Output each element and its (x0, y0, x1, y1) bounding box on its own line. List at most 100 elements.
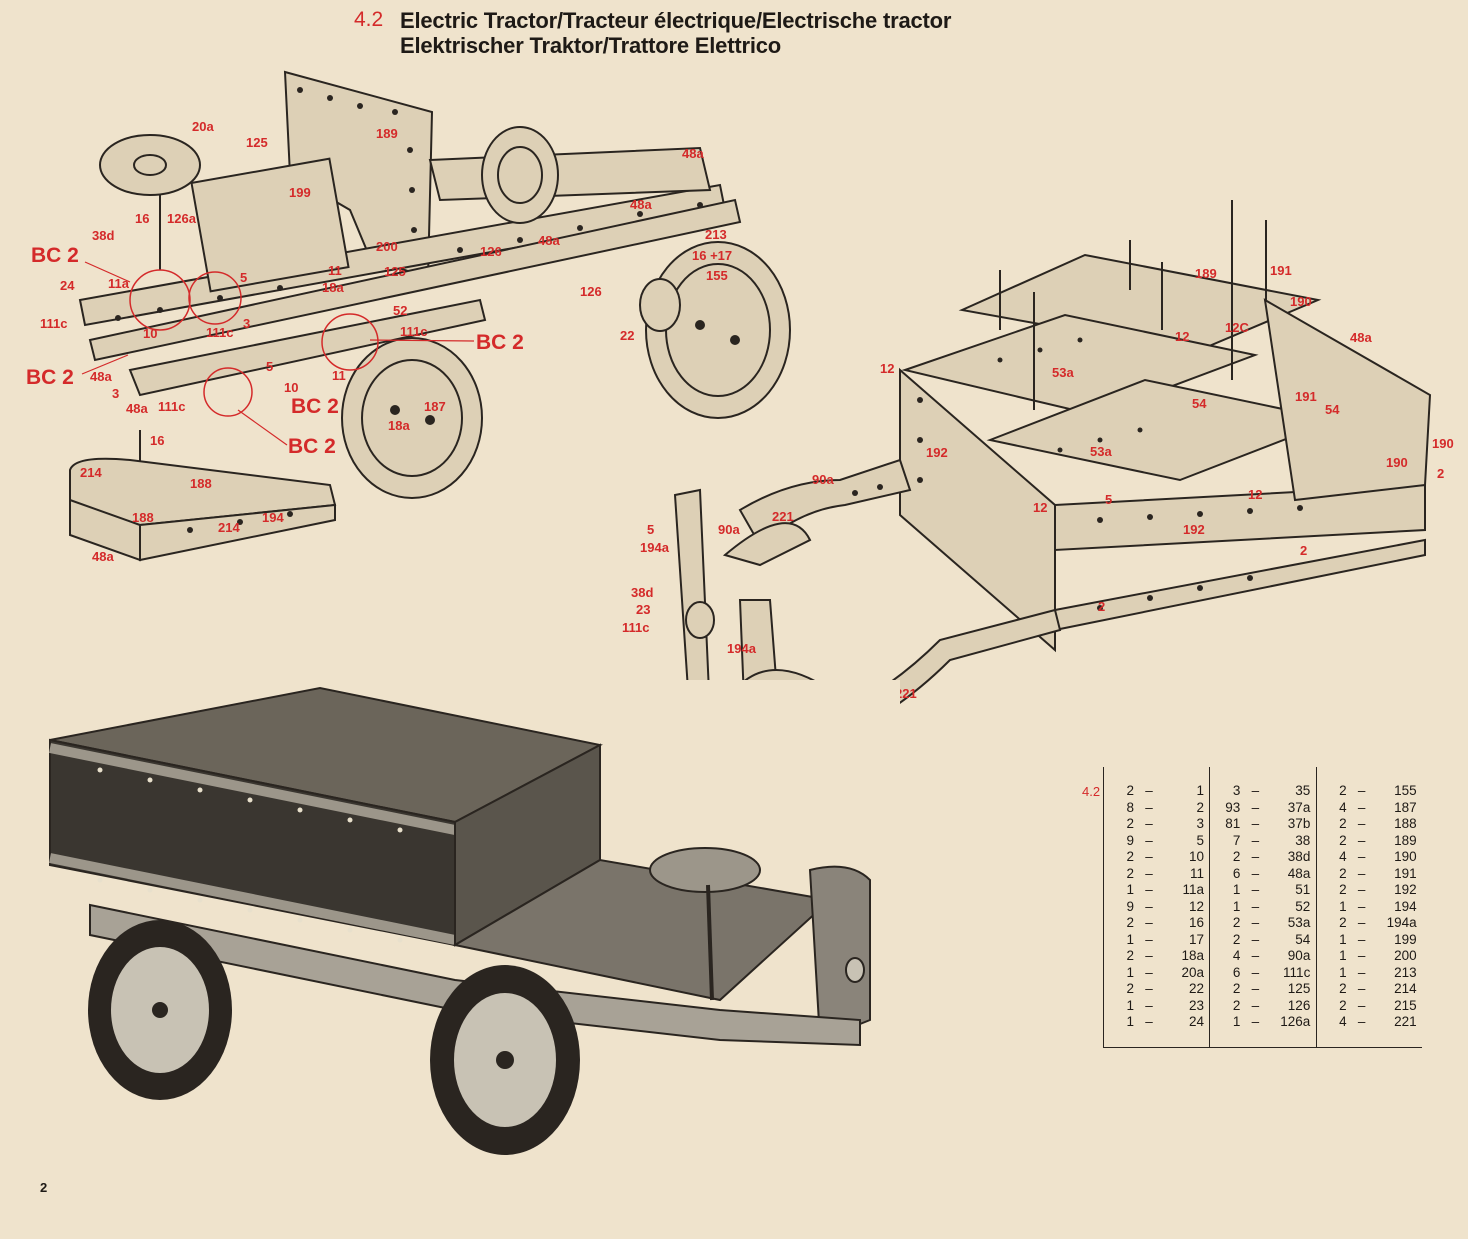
part-number: 16 (1188, 915, 1204, 930)
parts-list-model-tag: 4.2 (1082, 784, 1101, 799)
part-label: 214 (218, 520, 240, 535)
part-quantity: 1 (1126, 997, 1134, 1013)
part-quantity: 2 (1339, 783, 1347, 798)
row-dash: – (1357, 964, 1366, 980)
part-label: 199 (289, 185, 311, 200)
part-quantity: 1 (1126, 1014, 1134, 1029)
parts-list-row: 2–54 (1210, 932, 1315, 949)
part-label: 11a (108, 276, 130, 291)
part-label: 188 (190, 476, 212, 491)
parts-list-row: 2–1 (1104, 783, 1209, 800)
part-number: 187 (1394, 799, 1417, 815)
part-quantity: 2 (1232, 849, 1241, 864)
row-dash: – (1357, 1014, 1366, 1029)
part-number: 192 (1394, 882, 1417, 897)
motor-block-part (190, 157, 350, 293)
row-dash: – (1357, 865, 1366, 881)
parts-list-row: 81–37b (1210, 816, 1315, 833)
parts-list-row: 1–126a (1210, 1014, 1315, 1031)
part-label: 12 (1175, 329, 1189, 344)
parts-list-row: 1–11a (1104, 882, 1209, 899)
part-label: 221 (772, 509, 794, 524)
part-label: 111c (400, 324, 428, 339)
part-label: 90a (718, 522, 740, 537)
row-dash: – (1251, 915, 1260, 930)
part-quantity: 2 (1126, 915, 1134, 930)
part-quantity: 2 (1232, 915, 1241, 930)
part-label: 192 (926, 445, 948, 460)
row-dash: – (1357, 799, 1366, 815)
row-dash: – (1251, 948, 1260, 963)
parts-list-row: 6–48a (1210, 866, 1315, 883)
part-quantity: 2 (1232, 997, 1241, 1013)
part-label: 12 (1248, 487, 1262, 502)
part-number: 23 (1188, 997, 1204, 1013)
part-number: 37b (1287, 816, 1311, 831)
exploded-chassis-diagram: 20a 125 189 199 16 126a 38d 200 11 125 4… (26, 70, 791, 499)
parts-list-row: 2–22 (1104, 981, 1209, 998)
parts-list-row: 1–200 (1317, 948, 1422, 965)
part-label: 16 (135, 211, 149, 226)
part-quantity: 8 (1126, 799, 1134, 815)
parts-list-row: 2–16 (1104, 915, 1209, 932)
part-label: 16 +17 (692, 248, 732, 263)
part-label: 48a (630, 197, 652, 212)
part-quantity: 4 (1339, 1014, 1347, 1029)
part-label: 194a (640, 540, 670, 555)
row-dash: – (1145, 931, 1153, 947)
part-label: 16 (150, 433, 164, 448)
part-label: 90a (812, 472, 834, 487)
part-number: 37a (1287, 799, 1311, 815)
part-quantity: 1 (1126, 882, 1134, 897)
part-number: 2 (1196, 799, 1204, 815)
parts-list-row: 9–5 (1104, 833, 1209, 850)
parts-list-row: 3–35 (1210, 783, 1315, 800)
sector-plate-221-upper (722, 522, 812, 567)
part-number: 53a (1287, 915, 1311, 930)
part-quantity: 2 (1126, 981, 1134, 996)
page-number: 2 (40, 1180, 48, 1195)
part-label: 190 (1432, 436, 1454, 451)
part-label: 3 (112, 386, 119, 401)
bc2-callout: BC 2 (288, 435, 336, 458)
part-quantity: 2 (1339, 997, 1347, 1013)
part-label: 2 (1098, 599, 1105, 614)
row-dash: – (1251, 832, 1260, 848)
part-number: 1 (1196, 783, 1204, 798)
parts-list-row: 2–3 (1104, 816, 1209, 833)
part-quantity: 2 (1339, 981, 1347, 996)
part-number: 214 (1394, 981, 1417, 996)
part-quantity: 2 (1339, 865, 1347, 881)
part-number: 125 (1287, 981, 1311, 996)
part-label: 53a (1052, 365, 1074, 380)
part-number: 213 (1394, 964, 1417, 980)
part-label: 189 (376, 126, 398, 141)
part-number: 12 (1188, 898, 1204, 914)
part-label: 22 (620, 328, 634, 343)
row-dash: – (1357, 931, 1366, 947)
part-number: 52 (1295, 898, 1311, 914)
part-label: 187 (424, 399, 446, 414)
part-label: 48a (92, 549, 114, 564)
part-number: 48a (1287, 865, 1311, 881)
parts-list-row: 7–38 (1210, 833, 1315, 850)
row-dash: – (1251, 865, 1260, 881)
row-dash: – (1251, 1014, 1260, 1029)
part-quantity: 2 (1126, 816, 1134, 831)
part-number: 54 (1295, 931, 1311, 947)
part-number: 188 (1394, 816, 1417, 831)
part-number: 191 (1394, 865, 1417, 881)
parts-list-row: 2–38d (1210, 849, 1315, 866)
row-dash: – (1145, 849, 1153, 864)
parts-list-row: 4–90a (1210, 948, 1315, 965)
steering-wheel-part (99, 134, 201, 196)
part-label: 5 (240, 270, 247, 285)
row-dash: – (1145, 948, 1153, 963)
page-title-line-1: Electric Tractor/Tracteur électrique/Ele… (400, 8, 952, 33)
part-number: 11a (1182, 882, 1204, 897)
parts-list-row: 4–221 (1317, 1014, 1422, 1031)
parts-list-row: 1–199 (1317, 932, 1422, 949)
part-quantity: 7 (1232, 832, 1241, 848)
